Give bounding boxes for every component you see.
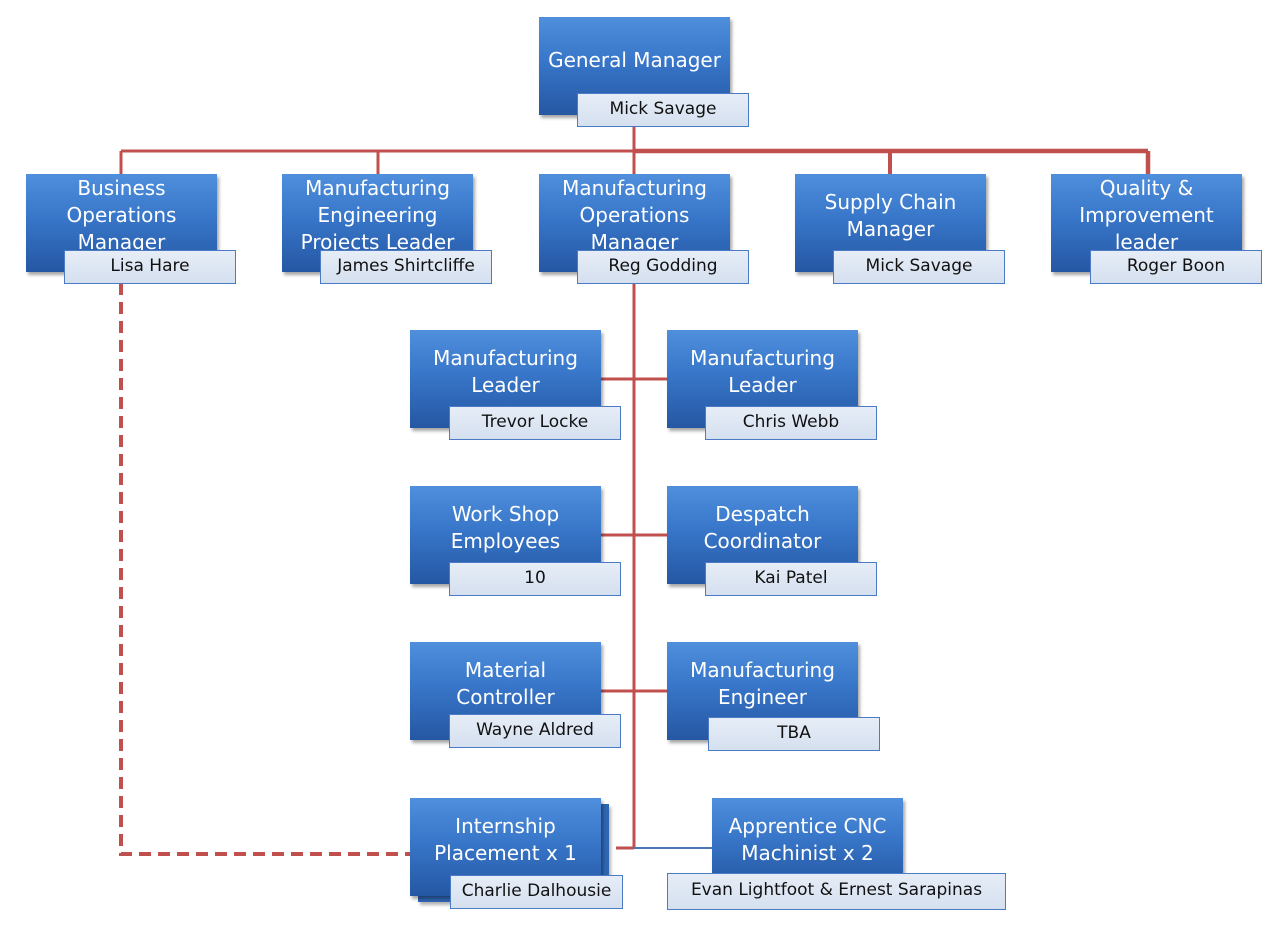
supply-chain-manager-name[interactable]: Mick Savage	[833, 250, 1005, 284]
general-manager-name[interactable]: Mick Savage	[577, 93, 749, 127]
internship-placement-box[interactable]: Internship Placement x 1	[410, 798, 601, 896]
manufacturing-engineer-title: Manufacturing Engineer	[690, 658, 835, 709]
manufacturing-leader-2-name[interactable]: Chris Webb	[705, 406, 877, 440]
business-operations-manager-name[interactable]: Lisa Hare	[64, 250, 236, 284]
material-controller-name[interactable]: Wayne Aldred	[449, 714, 621, 748]
business-operations-manager-title: Business Operations Manager	[66, 176, 177, 254]
quality-improvement-leader-title: Quality & Improvement leader	[1079, 176, 1214, 254]
manufacturing-leader-1-name[interactable]: Trevor Locke	[449, 406, 621, 440]
internship-placement-title: Internship Placement x 1	[434, 814, 577, 865]
manufacturing-engineer-name[interactable]: TBA	[708, 717, 880, 751]
apprentice-cnc-machinist-names[interactable]: Evan Lightfoot & Ernest Sarapinas	[667, 873, 1006, 910]
dashed-reporting-line	[119, 283, 410, 856]
despatch-coordinator-title: Despatch Coordinator	[703, 502, 822, 553]
internship-placement-name[interactable]: Charlie Dalhousie	[450, 875, 623, 909]
manufacturing-operations-manager-title: Manufacturing Operations Manager	[562, 176, 707, 254]
manufacturing-leader-2-title: Manufacturing Leader	[690, 346, 835, 397]
despatch-coordinator-name[interactable]: Kai Patel	[705, 562, 877, 596]
apprentice-cnc-machinist-box[interactable]: Apprentice CNC Machinist x 2	[712, 798, 903, 886]
quality-improvement-leader-name[interactable]: Roger Boon	[1090, 250, 1262, 284]
manufacturing-engineering-projects-leader-title: Manufacturing Engineering Projects Leade…	[300, 176, 455, 254]
manufacturing-leader-1-title: Manufacturing Leader	[433, 346, 578, 397]
work-shop-employees-count[interactable]: 10	[449, 562, 621, 596]
material-controller-title: Material Controller	[456, 658, 555, 709]
work-shop-employees-title: Work Shop Employees	[450, 502, 561, 553]
apprentice-cnc-machinist-title: Apprentice CNC Machinist x 2	[728, 814, 887, 865]
general-manager-title: General Manager	[548, 48, 721, 72]
manufacturing-operations-manager-name[interactable]: Reg Godding	[577, 250, 749, 284]
supply-chain-manager-title: Supply Chain Manager	[824, 190, 957, 241]
manufacturing-engineering-projects-leader-name[interactable]: James Shirtcliffe	[320, 250, 492, 284]
